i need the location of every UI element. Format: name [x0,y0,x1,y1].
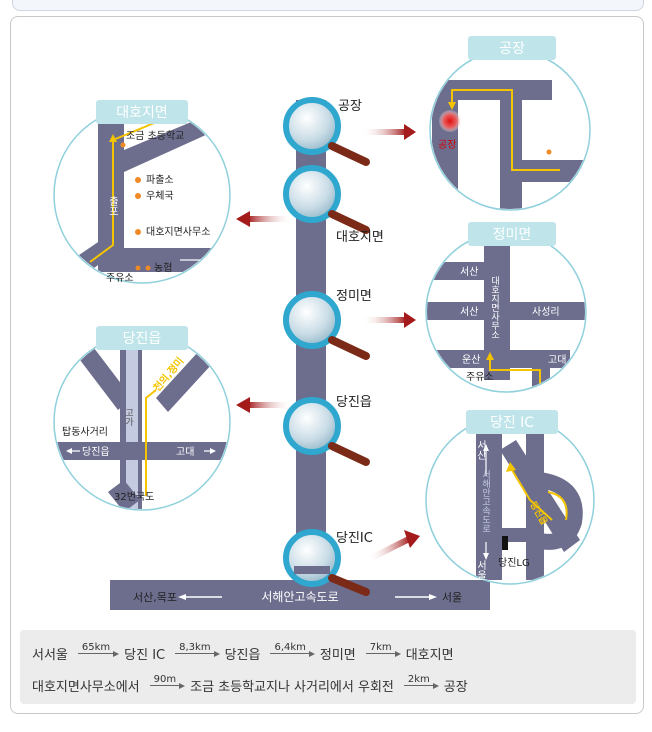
jeongmi-seosan1-label: 서산 [460,266,478,278]
legend-stop-office: 대호지면사무소에서 [32,679,140,695]
magnifier-dangjin-icon [283,397,370,466]
daeho-school-label: 조금 초등학교 [126,130,184,142]
inset-gongjang: 공장 공장 [429,36,591,211]
legend-row-1: 서서울 65km 당진 IC 8,3km 당진읍 6,4km 정미면 7km 대… [32,642,454,664]
inset-ic: 당진 IC 서산 서해안고속도로 서울 당진LG 당진읍 [425,410,595,585]
dangjin-route-label: 32번국도 [114,491,154,503]
jeongmi-office-label: 대호지면사무소 [489,276,499,339]
highway-label: 서해안고속도로 [261,590,338,604]
jeongmi-sasung-label: 사성리 [532,306,560,318]
arrow-to-ic-icon [368,530,420,562]
jeongmi-seosan2-label: 서산 [460,306,478,318]
ic-lg-label: 당진LG [498,557,530,569]
arrow-to-jeongmi-icon [362,312,416,328]
legend-distance-1: 65km [77,642,120,657]
jeongmi-unsan-label: 운산 [462,354,480,366]
legend-distance-6: 2km [403,674,439,689]
inset-gongjang-title: 공장 [499,41,525,57]
stop-daeho-label: 대호지면 [336,230,384,245]
legend-stop-factory: 공장 [443,679,468,695]
highway-right-label: 서울 [442,591,462,604]
legend-stop-dangjin: 당진읍 [224,647,261,663]
inset-jeongmi: 정미면 서산 서산 사성리 운산 고대 주유소 대호지면사무소 [425,222,587,393]
highway-road [110,580,490,610]
legend-stop-daeho: 대호지면 [405,647,454,663]
route-legend: 서서울 65km 당진 IC 8,3km 당진읍 6,4km 정미면 7km 대… [20,630,636,704]
ic-highway-label: 서해안고속도로 [480,470,490,533]
dangjin-godae-label: 고대 [176,446,194,458]
top-bar [12,0,644,11]
inset-jeongmi-title: 정미면 [493,227,532,243]
daeho-nonghyup-label: 농협 [154,261,172,274]
arrow-to-gongjang-icon [362,124,416,140]
arrow-to-dangjin-icon [236,397,292,413]
inset-daeho: 대호지면 조금 초등학교 파출소 우체국 대호지면사무소 농협 주유소 출포 [53,100,231,284]
inset-daeho-title: 대호지면 [116,105,168,121]
magnifier-jeongmi-icon [283,291,370,360]
legend-stop-directions: 조금 초등학교지나 사거리에서 우회전 [190,679,394,695]
stop-gongjang-label: 공장 [338,99,362,114]
legend-stop-dangjin-ic: 당진 IC [124,647,166,663]
magnifier-ic-icon [283,529,370,596]
factory-label: 공장 [438,139,456,151]
stop-jeongmi-label: 정미면 [336,289,372,304]
inset-dangjin-title: 당진읍 [123,331,162,347]
ic-seosan-label: 서산 [475,440,487,460]
jeongmi-godae-label: 고대 [548,354,566,366]
dangjin-tapdong-label: 탑동사거리 [62,426,108,438]
legend-distance-3: 6,4km [270,642,316,657]
legend-stop-seoseoul: 서서울 [32,647,68,663]
daeho-office-label: 대호지면사무소 [146,226,210,238]
inset-ic-title: 당진 IC [490,415,534,431]
stop-dangjin-label: 당진읍 [336,395,372,410]
legend-distance-5: 90m [149,674,186,689]
dangjin-road-label: 당진읍 [82,446,110,458]
daeho-post-label: 우체국 [146,190,174,202]
factory-marker-icon [439,110,461,132]
jeongmi-station-label: 주유소 [466,371,494,383]
legend-stop-jeongmi: 정미면 [319,647,356,663]
arrow-to-daeho-icon [236,211,292,227]
legend-distance-4: 7km [365,642,401,657]
legend-row-2: 대호지면사무소에서 90m 조금 초등학교지나 사거리에서 우회전 2km 공장 [32,674,468,696]
stop-ic-label: 당진IC [336,531,373,546]
ic-seoul-label: 서울 [475,560,487,580]
inset-dangjin: 당진읍 탑동사거리 당진읍 고대 32번국도 고가 천의,정미 [53,326,231,511]
daeho-station-label: 주유소 [106,272,134,284]
magnifier-daeho-icon [283,165,370,234]
highway-left-label: 서산,목포 [133,591,177,604]
legend-distance-2: 8,3km [175,642,221,657]
daeho-road-label: 출포 [107,196,119,216]
daeho-police-label: 파출소 [146,174,174,186]
magnifier-gongjang-icon [283,97,370,166]
dangjin-overpass-label: 고가 [123,408,133,427]
